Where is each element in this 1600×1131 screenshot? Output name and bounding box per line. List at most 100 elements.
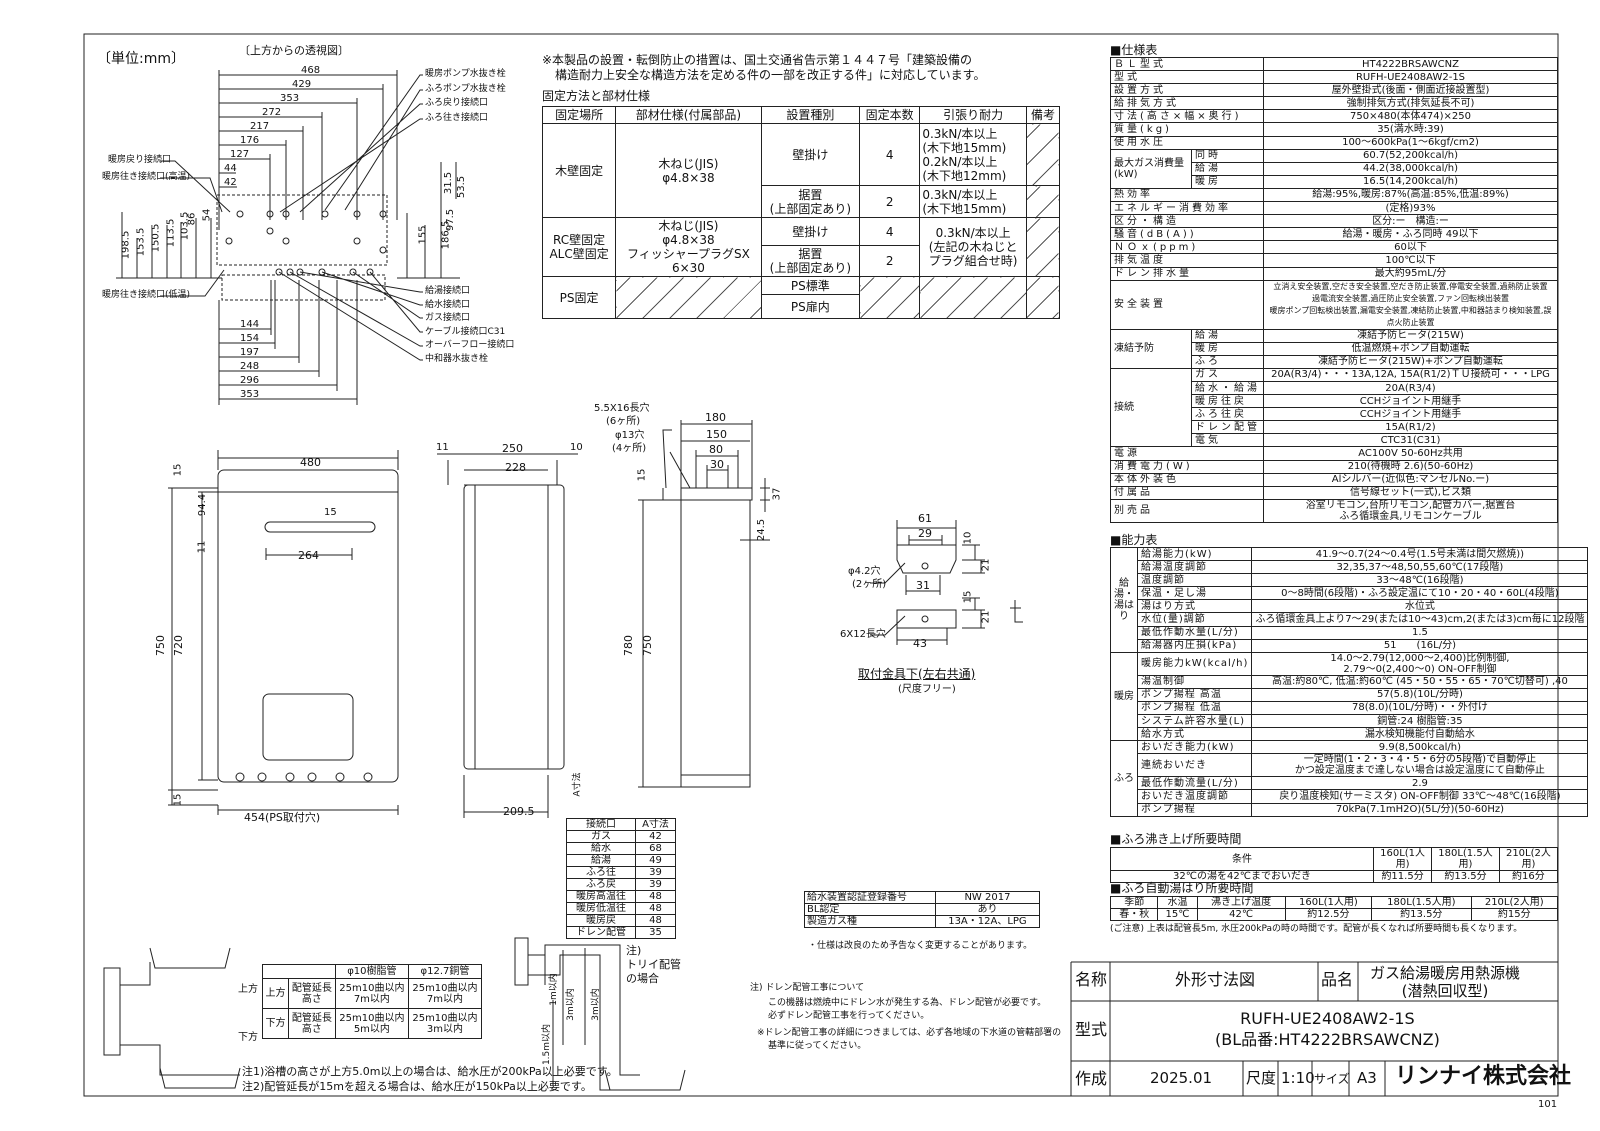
fix-ps-force <box>919 276 1027 319</box>
spec-gas-subkey: 暖房 <box>1191 174 1264 189</box>
cert-key: BL認定 <box>804 903 936 916</box>
tb-product: ガス給湯暖房用熱源機 (潜熱回収型) <box>1370 964 1521 1000</box>
top-dim: 217 <box>250 121 270 132</box>
pipe-d1: 1m以内 <box>548 973 559 1006</box>
spec-row3-key: 付属品 <box>1110 485 1264 500</box>
fit-61: 61 <box>918 512 932 525</box>
top-dim: 44 <box>224 163 237 174</box>
spec-row-value: 強制排気方式(排気延長不可) <box>1263 96 1558 111</box>
perf-key: おいだき温度調節 <box>1136 789 1253 804</box>
left-port-label: 暖房往き接続口(高温) <box>102 172 191 182</box>
fix-rc-r2-n: 2 <box>858 245 921 277</box>
fix-table-title: 固定方法と部材仕様 <box>542 89 651 103</box>
fix-ps-n <box>858 276 921 319</box>
left-port-label: 暖房往き接続口(低温) <box>102 290 191 300</box>
spec-conn-value: 15A(R1/2) <box>1263 420 1558 435</box>
pipe-up-1: 配管延長 高さ <box>288 978 336 1009</box>
top-dim: 127 <box>230 149 250 160</box>
perf-key: 給湯温度調節 <box>1136 560 1253 575</box>
cert-value: 13A・12A、LPG <box>934 915 1041 928</box>
bracket-30: 30 <box>710 458 724 471</box>
fill-r3: 約12.5分 <box>1284 908 1373 921</box>
bath-h1: 160L(1人用) <box>1372 847 1433 871</box>
perf-value: ふろ循環金具上より7～29(または10～43)cm,2(または3)cm毎に12段… <box>1251 612 1589 627</box>
spec-row2-key: 騒音(dB(A)) <box>1110 227 1264 242</box>
bath-h0: 条件 <box>1110 847 1374 871</box>
bottom-port-label: 給水接続口 <box>425 299 471 310</box>
spec-freeze-value: 凍結予防ヒータ(215W)+ポンプ自動運転 <box>1263 354 1558 369</box>
perf-value: 2.9 <box>1251 776 1589 791</box>
a-table-value: 39 <box>635 878 676 891</box>
fix-wood-place: 木壁固定 <box>541 123 617 218</box>
fill-r4: 約13.5分 <box>1371 908 1472 921</box>
front-264: 264 <box>298 549 319 562</box>
fill-r2: 42℃ <box>1196 908 1286 921</box>
a-table-value: 48 <box>635 914 676 927</box>
a-table-header: A寸法 <box>635 818 676 831</box>
spec-conn-value: 20A(R3/4) <box>1263 380 1558 396</box>
cert-key: 給水装置認証登録番号 <box>804 891 936 904</box>
tb-name: 外形寸法図 <box>1175 970 1256 989</box>
fitting-sub: (尺度フリー) <box>898 684 956 695</box>
pipe-d4: 3m以内 <box>590 988 601 1021</box>
perf-value: 70kPa(7.1mH2O)(5L/分)(50-60Hz) <box>1251 802 1589 817</box>
left-port-label: 暖房戻り接続口 <box>108 155 172 165</box>
a-table-value: 39 <box>635 866 676 879</box>
bracket-slot-n: (6ヶ所) <box>606 416 641 427</box>
spec-freeze-subkey: 給湯 <box>1191 328 1264 343</box>
drain-l3: 必ずドレン配管工事を行ってください。 <box>768 1011 930 1021</box>
perf-key: 水位(量)調節 <box>1136 612 1253 627</box>
spec-row3-value: 210(待機時 2.6)(50-60Hz) <box>1263 459 1558 474</box>
spec-row2-value: 給湯・暖房・ふろ同時 49以下 <box>1263 227 1558 242</box>
bracket-hole: φ13穴 <box>615 430 645 441</box>
a-table-port: 暖房低温往 <box>565 902 637 915</box>
perf-side-label: 暖房 <box>1110 651 1138 742</box>
bath-h2: 180L(1.5人用) <box>1431 847 1500 871</box>
bottom-dim: 197 <box>240 347 260 358</box>
perf-key: 湯温制御 <box>1136 674 1253 689</box>
spec-row3-value: AC100V 50-60Hz共用 <box>1263 446 1558 461</box>
fill-time-note: (ご注意) 上表は配管長5m, 水圧200kPaの時の時間です。配管が長くなれば… <box>1110 924 1523 934</box>
cert-value: NW 2017 <box>934 891 1041 904</box>
fix-wood-r2-type: 据置 (上部固定あり) <box>760 185 861 218</box>
drain-l4: ※ドレン配管工事の詳細につきましては、必ず各地域の下水道の管轄部署の <box>757 1028 1062 1038</box>
tb-date: 2025.01 <box>1150 1069 1213 1087</box>
perf-key: 温度調節 <box>1136 573 1253 588</box>
front-94: 94.4 <box>197 493 209 517</box>
top-port-label: 暖房ポンプ水抜き栓 <box>425 69 506 79</box>
perf-value: 高温:約80℃, 低温:約60℃ (45・50・55・65・70℃切替可) ,4… <box>1251 674 1589 689</box>
fix-h1: 部材仕様(付属部品) <box>615 106 762 124</box>
side-209: 209.5 <box>503 805 535 818</box>
side-view-body <box>463 484 565 770</box>
tb-model: RUFH-UE2408AW2-1S (BL品番:HT4222BRSAWCNZ) <box>1215 1009 1440 1049</box>
fill-h2: 沸き上げ温度 <box>1196 896 1286 909</box>
drain-l1: 注) ドレン配管工事について <box>750 983 865 993</box>
spec-conn-value: CTC31(C31) <box>1263 433 1558 448</box>
spec-title: ■仕様表 <box>1110 43 1158 57</box>
spec-row-key: 給排気方式 <box>1110 96 1264 111</box>
drain-l2: この機器は燃焼中にドレン水が発生する為、ドレン配管が必要です。 <box>768 998 1047 1008</box>
top-dim: 429 <box>292 79 312 90</box>
a-table-value: 48 <box>635 890 676 903</box>
fitting-bottom <box>896 609 957 629</box>
bath-r1: 約11.5分 <box>1372 870 1433 883</box>
perf-value: 一定時間(1・2・3・4・5・6分の5段階)で自動停止 かつ設定温度まで達しない… <box>1251 753 1589 778</box>
spec-row2-key: ドレン排水量 <box>1110 266 1264 281</box>
bath-time-table: 条件 160L(1人用) 180L(1.5人用) 210L(2人用) 32℃の湯… <box>1110 847 1559 883</box>
spec-row2-value: 給湯:95%,暖房:87%(高温:85%,低温:89%) <box>1263 187 1558 203</box>
spec-row-key: 設置方式 <box>1110 83 1264 98</box>
pipe-down-side: 下方 <box>238 1032 258 1043</box>
front-750: 750 <box>154 635 167 656</box>
perf-key: 湯はり方式 <box>1136 599 1253 614</box>
spec-conn-value: 20A(R3/4)・・・13A,12A, 15A(R1/2)ＴＵ接続可・・・LP… <box>1263 367 1558 382</box>
front-view-body <box>217 469 399 783</box>
side-dim: 186.5 <box>440 220 452 250</box>
spec-gas-value: 44.2(38,000kcal/h) <box>1263 161 1558 176</box>
bottom-dim: 144 <box>240 319 260 330</box>
spec-row2-value: 最大約95mL/分 <box>1263 266 1558 281</box>
fix-ps-note <box>1025 276 1061 319</box>
top-view-outline <box>216 194 388 266</box>
